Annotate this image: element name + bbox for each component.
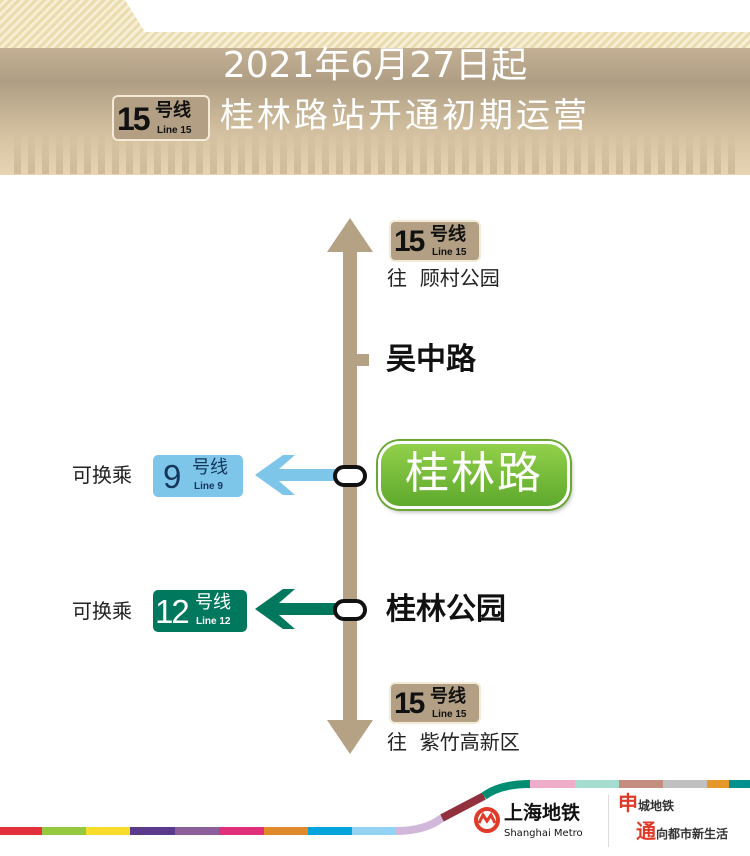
arrow-down-icon [327,720,373,754]
badge-number: 15 [394,687,425,720]
badge-english: Line 15 [432,709,467,720]
divider [608,795,609,847]
north-destination: 往 顾村公园 [387,266,500,290]
logo-english: Shanghai Metro [504,828,583,839]
arrow-up-icon [327,218,373,252]
badge-suffix: 号线 [155,100,191,120]
badge-number: 9 [163,458,182,495]
header-banner: 2021年6月27日起 15 号线 Line 15 桂林路站开通初期运营 [0,0,750,175]
header-stripes [0,0,750,48]
line-9-badge: 9 号线 Line 9 [153,455,243,497]
slogan-line-2: 通向都市新生活 [636,820,728,842]
headline: 桂林路站开通初期运营 [220,96,590,136]
terminus: 顾村公园 [419,266,500,290]
slogan-accent: 申 [618,791,638,815]
line-15-badge: 15 号线 Line 15 [112,95,210,141]
badge-suffix: 号线 [195,592,231,612]
slogan-text: 城地铁 [638,799,675,813]
line-15-badge-south: 15 号线 Line 15 [389,682,481,724]
badge-english: Line 9 [194,481,223,492]
station-guilingongyuan: 桂林公园 [386,592,506,627]
line-9-arrow-icon [255,455,347,495]
current-station-guilinlu: 桂林路 [378,441,570,509]
badge-number: 12 [155,593,190,630]
line-12-arrow-icon [255,589,347,629]
badge-number: 15 [117,101,151,137]
south-destination: 往 紫竹高新区 [387,730,520,754]
slogan-accent: 通 [636,819,656,843]
badge-english: Line 15 [432,247,467,258]
interchange-node [333,465,367,487]
station-tick [357,354,369,366]
start-date: 2021年6月27日起 [222,45,528,86]
badge-number: 15 [394,225,425,258]
badge-suffix: 号线 [430,224,466,244]
slogan-text: 向都市新生活 [656,827,729,841]
interchange-node [333,599,367,621]
metro-color-stripe [0,780,750,835]
transfer-label: 可换乘 [72,599,132,623]
badge-suffix: 号线 [430,686,466,706]
badge-english: Line 15 [157,125,192,136]
terminus: 紫竹高新区 [419,730,520,754]
station-wuzhonglu: 吴中路 [386,342,476,377]
slogan-line-1: 申城地铁 [618,792,674,814]
line-12-badge: 12 号线 Line 12 [153,590,247,632]
line-15-badge-north: 15 号线 Line 15 [389,220,481,262]
logo-chinese: 上海地铁 [504,802,581,824]
badge-suffix: 号线 [192,457,228,477]
transfer-label: 可换乘 [72,463,132,487]
direction-prefix: 往 [387,730,407,754]
badge-english: Line 12 [196,616,231,627]
metro-logo-icon [474,807,500,833]
direction-prefix: 往 [387,266,407,290]
